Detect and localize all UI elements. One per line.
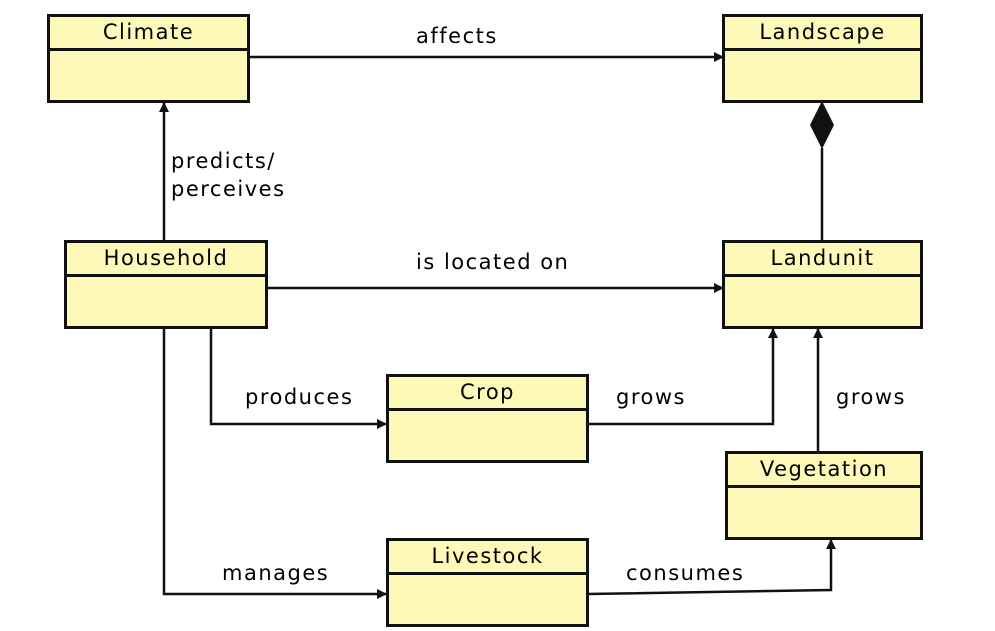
label-is-located-on: is located on bbox=[416, 250, 570, 274]
class-crop[interactable]: Crop bbox=[386, 374, 589, 463]
label-crop-grows: grows bbox=[616, 385, 686, 409]
label-vegetation-grows: grows bbox=[836, 385, 906, 409]
class-vegetation[interactable]: Vegetation bbox=[725, 451, 923, 540]
manages-connector bbox=[162, 328, 387, 599]
class-livestock[interactable]: Livestock bbox=[386, 538, 589, 627]
class-climate[interactable]: Climate bbox=[47, 14, 250, 103]
class-household[interactable]: Household bbox=[64, 240, 268, 329]
class-landscape[interactable]: Landscape bbox=[722, 14, 923, 103]
class-livestock-name: Livestock bbox=[389, 541, 586, 575]
label-predicts: predicts/ bbox=[171, 149, 276, 173]
class-vegetation-name: Vegetation bbox=[728, 454, 920, 488]
class-landunit[interactable]: Landunit bbox=[722, 240, 923, 329]
label-consumes: consumes bbox=[626, 561, 745, 585]
label-manages: manages bbox=[222, 561, 330, 585]
label-produces: produces bbox=[245, 385, 354, 409]
class-landunit-name: Landunit bbox=[725, 243, 920, 277]
label-perceives: perceives bbox=[171, 177, 286, 201]
class-crop-name: Crop bbox=[389, 377, 586, 411]
produces-connector bbox=[209, 328, 387, 429]
class-landscape-name: Landscape bbox=[725, 17, 920, 51]
composition-diamond bbox=[810, 101, 834, 149]
crop-grows-connector bbox=[588, 328, 778, 426]
consumes-connector bbox=[587, 539, 836, 596]
label-affects: affects bbox=[416, 24, 498, 48]
class-climate-name: Climate bbox=[50, 17, 247, 51]
class-household-name: Household bbox=[67, 243, 265, 277]
